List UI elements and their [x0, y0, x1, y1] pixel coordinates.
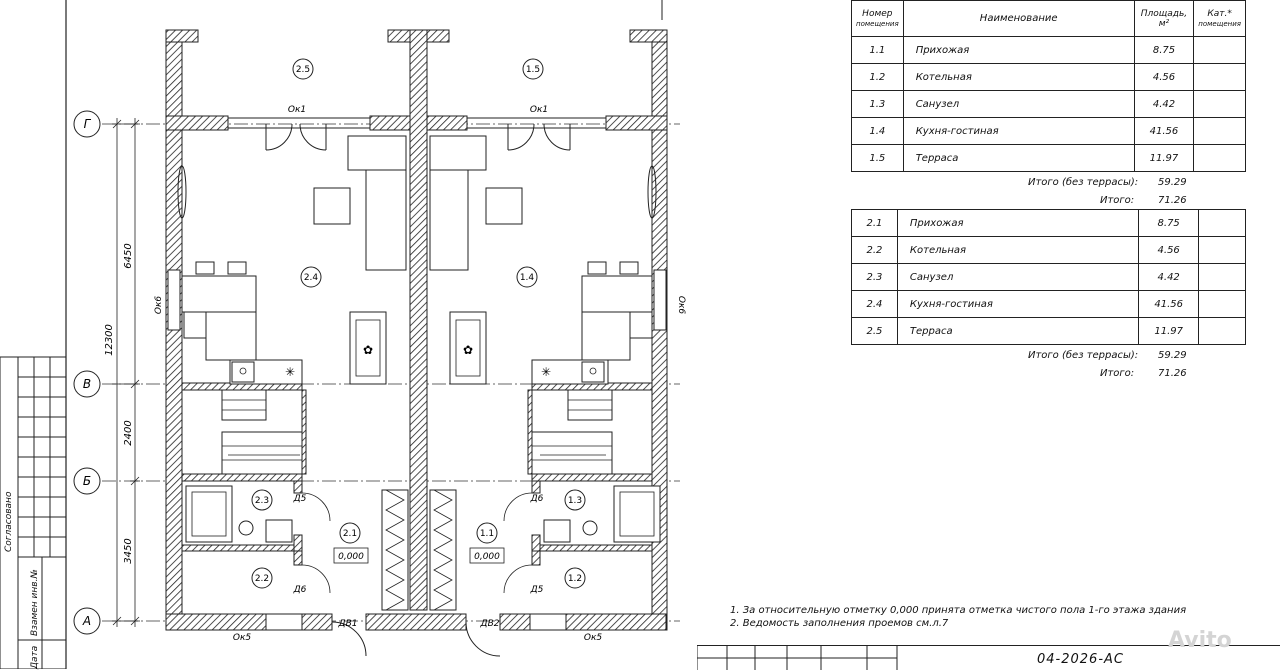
- room-1-2: 1.2: [568, 574, 582, 584]
- total-label-1: Итого (без террасы):: [1028, 177, 1139, 188]
- snowflake-icon: ✳: [541, 365, 551, 379]
- label-dv2: ДВ2: [480, 619, 500, 629]
- label-ok1-left: Ок1: [288, 105, 306, 115]
- label-d6-left: Д6: [293, 585, 307, 595]
- side-label-date: Дата: [30, 645, 40, 669]
- axis-markers: [73, 110, 101, 635]
- flower-icon: ✿: [363, 343, 373, 357]
- total-value-2: 59.29: [1158, 350, 1187, 361]
- label-ok5-left: Ок5: [233, 633, 252, 643]
- dim-2400: 2400: [123, 420, 134, 445]
- watermark-logo: Avito: [1168, 628, 1232, 653]
- room-1-3: 1.3: [568, 496, 582, 506]
- note-1: 1. За относительную отметку 0,000 принят…: [730, 605, 1187, 616]
- label-d6-right: Д6: [530, 494, 544, 504]
- side-label-agreed: Согласовано: [4, 491, 14, 552]
- label-ok5-right: Ок5: [584, 633, 603, 643]
- room-1-1: 1.1: [480, 529, 494, 539]
- level-box-left: [333, 547, 369, 564]
- label-ok6-right: Ок6: [676, 296, 686, 315]
- label-ok6-left: Ок6: [154, 296, 164, 315]
- level-box-right: [469, 547, 505, 564]
- windows: [167, 117, 667, 657]
- dim-3450: 3450: [123, 538, 134, 563]
- label-dv1: ДВ1: [338, 619, 358, 629]
- level-mark-right: 0,000: [474, 552, 500, 562]
- room-1-5: 1.5: [526, 65, 540, 75]
- title-block-grid: [697, 646, 898, 670]
- level-mark-left: 0,000: [338, 552, 364, 562]
- header-area: Площадь,м²: [1133, 0, 1195, 37]
- label-d5-right: Д5: [530, 585, 544, 595]
- snowflake-icon: ✳: [285, 365, 295, 379]
- room-2-2: 2.2: [255, 574, 269, 584]
- furniture-lines: [191, 319, 655, 611]
- total-label-2: Итого (без террасы):: [1028, 350, 1139, 361]
- total-value-1: 59.29: [1158, 177, 1187, 188]
- label-d5-left: Д5: [293, 494, 307, 504]
- room-2-1: 2.1: [343, 529, 357, 539]
- room-1-4: 1.4: [520, 273, 535, 283]
- dim-12300: 12300: [104, 324, 115, 356]
- room-2-5: 2.5: [296, 65, 310, 75]
- dim-6450: 6450: [123, 243, 134, 268]
- grand-value-1: 71.26: [1158, 195, 1187, 206]
- dimension-lines: [112, 118, 140, 627]
- document-code: 04-2026-АС: [1037, 652, 1124, 667]
- header-name: Наименование: [902, 0, 1135, 37]
- notes: 1. За относительную отметку 0,000 принят…: [730, 604, 1186, 630]
- grand-value-2: 71.26: [1158, 368, 1187, 379]
- axis-label-b: Б: [83, 474, 91, 488]
- room-2-4: 2.4: [304, 273, 319, 283]
- axis-label-v: В: [83, 377, 91, 391]
- grand-label-1: Итого:: [1100, 195, 1135, 206]
- grand-label-2: Итого:: [1100, 368, 1135, 379]
- label-ok1-right: Ок1: [530, 105, 548, 115]
- room-2-3: 2.3: [255, 496, 269, 506]
- room-markers: [251, 58, 586, 589]
- header-category: Кат.*помещения: [1193, 0, 1246, 37]
- side-stamp: [0, 356, 67, 669]
- flower-icon: ✿: [463, 343, 473, 357]
- note-2: 2. Ведомость заполнения проемов см.л.7: [730, 618, 949, 629]
- door-swings: [301, 492, 533, 594]
- axis-label-g: Г: [84, 117, 92, 131]
- title-block: 04-2026-АС: [697, 645, 1280, 670]
- axis-label-a: А: [82, 614, 91, 628]
- side-label-replaced: Взамен инв.№: [30, 569, 40, 636]
